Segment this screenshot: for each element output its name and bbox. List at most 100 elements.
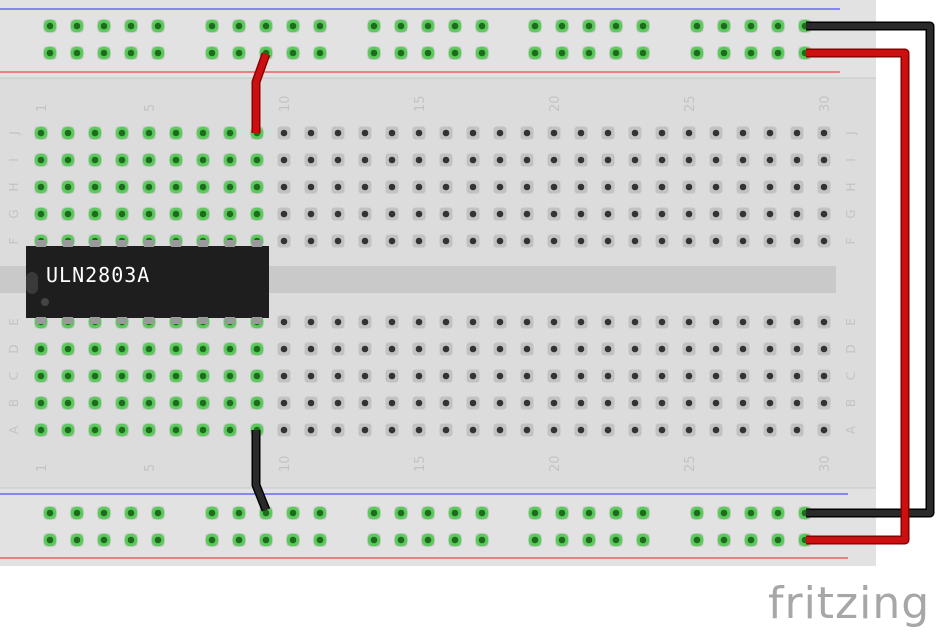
breadboard-hole[interactable] — [361, 237, 369, 245]
breadboard-hole[interactable] — [820, 345, 828, 353]
breadboard-hole[interactable] — [334, 372, 342, 380]
breadboard-hole[interactable] — [496, 237, 504, 245]
rail-hole[interactable] — [316, 536, 324, 544]
breadboard-hole[interactable] — [442, 129, 450, 137]
breadboard-hole[interactable] — [631, 426, 639, 434]
breadboard-hole[interactable] — [496, 129, 504, 137]
breadboard-hole[interactable] — [793, 129, 801, 137]
rail-hole[interactable] — [289, 536, 297, 544]
breadboard-hole[interactable] — [577, 426, 585, 434]
breadboard-hole[interactable] — [577, 129, 585, 137]
breadboard-hole[interactable] — [118, 345, 126, 353]
breadboard-hole[interactable] — [631, 156, 639, 164]
breadboard-hole[interactable] — [388, 426, 396, 434]
rail-hole[interactable] — [531, 509, 539, 517]
breadboard-hole[interactable] — [469, 426, 477, 434]
rail-hole[interactable] — [262, 509, 270, 517]
breadboard-hole[interactable] — [496, 210, 504, 218]
breadboard-hole[interactable] — [469, 183, 477, 191]
breadboard-hole[interactable] — [712, 210, 720, 218]
breadboard-hole[interactable] — [496, 399, 504, 407]
breadboard-hole[interactable] — [766, 399, 774, 407]
breadboard-hole[interactable] — [280, 210, 288, 218]
breadboard-hole[interactable] — [442, 372, 450, 380]
breadboard-hole[interactable] — [91, 183, 99, 191]
rail-hole[interactable] — [316, 22, 324, 30]
breadboard-hole[interactable] — [496, 156, 504, 164]
breadboard-hole[interactable] — [820, 129, 828, 137]
breadboard-hole[interactable] — [334, 426, 342, 434]
rail-hole[interactable] — [316, 509, 324, 517]
breadboard-hole[interactable] — [631, 210, 639, 218]
breadboard-hole[interactable] — [712, 426, 720, 434]
breadboard-hole[interactable] — [712, 372, 720, 380]
breadboard-hole[interactable] — [307, 399, 315, 407]
breadboard-hole[interactable] — [550, 156, 558, 164]
breadboard-hole[interactable] — [469, 372, 477, 380]
breadboard-hole[interactable] — [226, 156, 234, 164]
rail-hole[interactable] — [289, 509, 297, 517]
breadboard-hole[interactable] — [685, 372, 693, 380]
breadboard-hole[interactable] — [712, 156, 720, 164]
breadboard-hole[interactable] — [712, 345, 720, 353]
breadboard-hole[interactable] — [37, 183, 45, 191]
breadboard-hole[interactable] — [793, 318, 801, 326]
breadboard-hole[interactable] — [199, 210, 207, 218]
breadboard-hole[interactable] — [226, 183, 234, 191]
breadboard-hole[interactable] — [577, 345, 585, 353]
breadboard-hole[interactable] — [361, 372, 369, 380]
breadboard-hole[interactable] — [820, 210, 828, 218]
rail-hole[interactable] — [46, 509, 54, 517]
breadboard-hole[interactable] — [199, 183, 207, 191]
rail-hole[interactable] — [558, 536, 566, 544]
breadboard-hole[interactable] — [307, 372, 315, 380]
breadboard-hole[interactable] — [739, 345, 747, 353]
breadboard-hole[interactable] — [118, 399, 126, 407]
breadboard-hole[interactable] — [415, 345, 423, 353]
breadboard-hole[interactable] — [334, 318, 342, 326]
breadboard-hole[interactable] — [91, 399, 99, 407]
breadboard-hole[interactable] — [415, 426, 423, 434]
breadboard-hole[interactable] — [685, 183, 693, 191]
breadboard-hole[interactable] — [577, 399, 585, 407]
breadboard-hole[interactable] — [145, 129, 153, 137]
rail-hole[interactable] — [100, 22, 108, 30]
breadboard-hole[interactable] — [64, 156, 72, 164]
rail-hole[interactable] — [424, 22, 432, 30]
breadboard-hole[interactable] — [415, 399, 423, 407]
breadboard-hole[interactable] — [280, 399, 288, 407]
rail-hole[interactable] — [774, 49, 782, 57]
breadboard-hole[interactable] — [604, 183, 612, 191]
breadboard-hole[interactable] — [469, 237, 477, 245]
breadboard-hole[interactable] — [64, 426, 72, 434]
breadboard-hole[interactable] — [766, 372, 774, 380]
breadboard-hole[interactable] — [685, 129, 693, 137]
rail-hole[interactable] — [531, 49, 539, 57]
breadboard-hole[interactable] — [91, 372, 99, 380]
breadboard-hole[interactable] — [658, 156, 666, 164]
breadboard-hole[interactable] — [496, 372, 504, 380]
breadboard-hole[interactable] — [577, 183, 585, 191]
breadboard-hole[interactable] — [469, 210, 477, 218]
breadboard-hole[interactable] — [280, 426, 288, 434]
rail-hole[interactable] — [639, 536, 647, 544]
breadboard-hole[interactable] — [793, 210, 801, 218]
breadboard-hole[interactable] — [334, 399, 342, 407]
breadboard-hole[interactable] — [199, 426, 207, 434]
breadboard-hole[interactable] — [253, 156, 261, 164]
breadboard-hole[interactable] — [604, 426, 612, 434]
breadboard-hole[interactable] — [199, 156, 207, 164]
breadboard-hole[interactable] — [685, 426, 693, 434]
breadboard-hole[interactable] — [766, 345, 774, 353]
breadboard-hole[interactable] — [496, 426, 504, 434]
breadboard-hole[interactable] — [496, 318, 504, 326]
breadboard-hole[interactable] — [523, 156, 531, 164]
breadboard-hole[interactable] — [523, 318, 531, 326]
breadboard-hole[interactable] — [64, 129, 72, 137]
breadboard-hole[interactable] — [550, 129, 558, 137]
rail-hole[interactable] — [73, 536, 81, 544]
breadboard-hole[interactable] — [469, 318, 477, 326]
breadboard-hole[interactable] — [631, 345, 639, 353]
breadboard-hole[interactable] — [577, 372, 585, 380]
breadboard-hole[interactable] — [604, 156, 612, 164]
